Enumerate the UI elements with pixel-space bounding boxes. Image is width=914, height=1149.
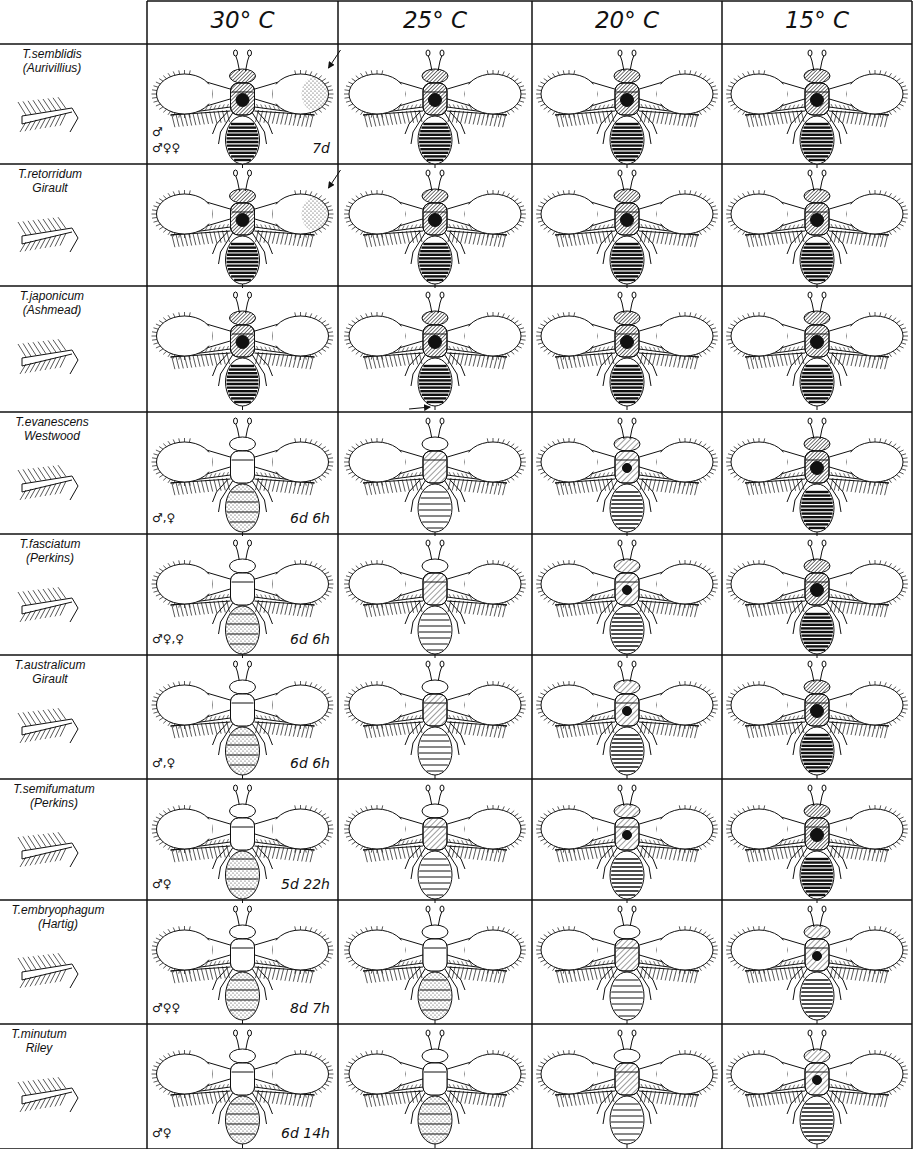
antenna-icon: [18, 832, 78, 867]
wasp-figure: [536, 785, 718, 903]
wasp-figure: [344, 1030, 526, 1148]
wasp-figure: [152, 292, 334, 410]
wasp-figure: [152, 906, 334, 1024]
duration: 5d 22h: [242, 876, 330, 892]
column-header: 30° C: [147, 7, 338, 33]
column-header: 15° C: [722, 7, 912, 33]
species-name: T.fasciatum (Perkins): [4, 538, 96, 566]
antenna-icon: [18, 339, 78, 374]
species-name: T.australicum Girault: [4, 659, 96, 687]
species-name: T.embryophagum (Hartig): [4, 904, 112, 932]
duration: 6d 6h: [242, 755, 330, 771]
species-name: T.semifumatum (Perkins): [4, 783, 104, 811]
sex-symbols: ♂♀: [152, 1127, 212, 1141]
wasp-figure: [726, 418, 908, 536]
duration: 6d 6h: [242, 510, 330, 526]
wasp-figure: [536, 1030, 718, 1148]
duration: 7d: [242, 140, 330, 156]
wasp-figure: [152, 661, 334, 779]
wasp-figure: [344, 418, 526, 536]
wasp-figure: [344, 292, 526, 410]
wasp-figure: [344, 785, 526, 903]
sex-symbols: ♂,♀: [152, 512, 212, 526]
wasp-figure: [152, 1030, 334, 1148]
wasp-figure: [536, 292, 718, 410]
wasp-figure: [152, 785, 334, 903]
species-name: T.evanescens Westwood: [4, 416, 100, 444]
antenna-icon: [18, 587, 78, 622]
antenna-icon: [18, 97, 78, 132]
wasp-figure: [536, 418, 718, 536]
species-name: T.retorridum Girault: [4, 168, 96, 196]
wasp-figure: [536, 906, 718, 1024]
wasp-figure: [152, 170, 341, 288]
antenna-icon: [18, 1077, 78, 1112]
wasp-figure: [152, 50, 341, 168]
wasp-figure: [726, 785, 908, 903]
column-header: 25° C: [338, 7, 532, 33]
duration: 6d 14h: [242, 1125, 330, 1141]
species-name: T.japonicum (Ashmead): [4, 290, 100, 318]
wasp-figure: [344, 50, 526, 168]
sex-symbols: ♂♀: [152, 878, 212, 892]
species-name: T.minutum Riley: [4, 1028, 74, 1056]
wasp-figure: [536, 540, 718, 658]
antenna-icon: [18, 708, 78, 743]
wasp-figure: [536, 170, 718, 288]
wasp-figure: [344, 661, 526, 779]
wasp-figure: [536, 661, 718, 779]
wasp-figure: [726, 292, 908, 410]
wasp-figure: [344, 170, 526, 288]
wasp-figure: [152, 418, 334, 536]
wasp-figure: [344, 540, 526, 658]
duration: 6d 6h: [242, 631, 330, 647]
antenna-icon: [18, 465, 78, 500]
wasp-figure: [536, 50, 718, 168]
sex-symbols: ♂♀,♀: [152, 633, 212, 647]
wasp-figure: [726, 661, 908, 779]
sex-symbols: ♂: [152, 126, 212, 140]
wasp-figure: [726, 540, 908, 658]
sex-symbols: ♂♀♀: [152, 1002, 212, 1016]
duration: 8d 7h: [242, 1000, 330, 1016]
wasp-figure: [726, 906, 908, 1024]
wasp-figure: [344, 906, 526, 1024]
wasp-figure: [726, 1030, 908, 1148]
antenna-icon: [18, 953, 78, 988]
wasp-figure: [726, 50, 908, 168]
wasp-figure: [726, 170, 908, 288]
antenna-icon: [18, 217, 78, 252]
wasp-figure: [152, 540, 334, 658]
species-name: T.semblidis (Aurivillius): [4, 48, 100, 76]
sex-symbols: ♂♀♀: [152, 142, 212, 156]
column-header: 20° C: [532, 7, 722, 33]
sex-symbols: ♂,♀: [152, 757, 212, 771]
